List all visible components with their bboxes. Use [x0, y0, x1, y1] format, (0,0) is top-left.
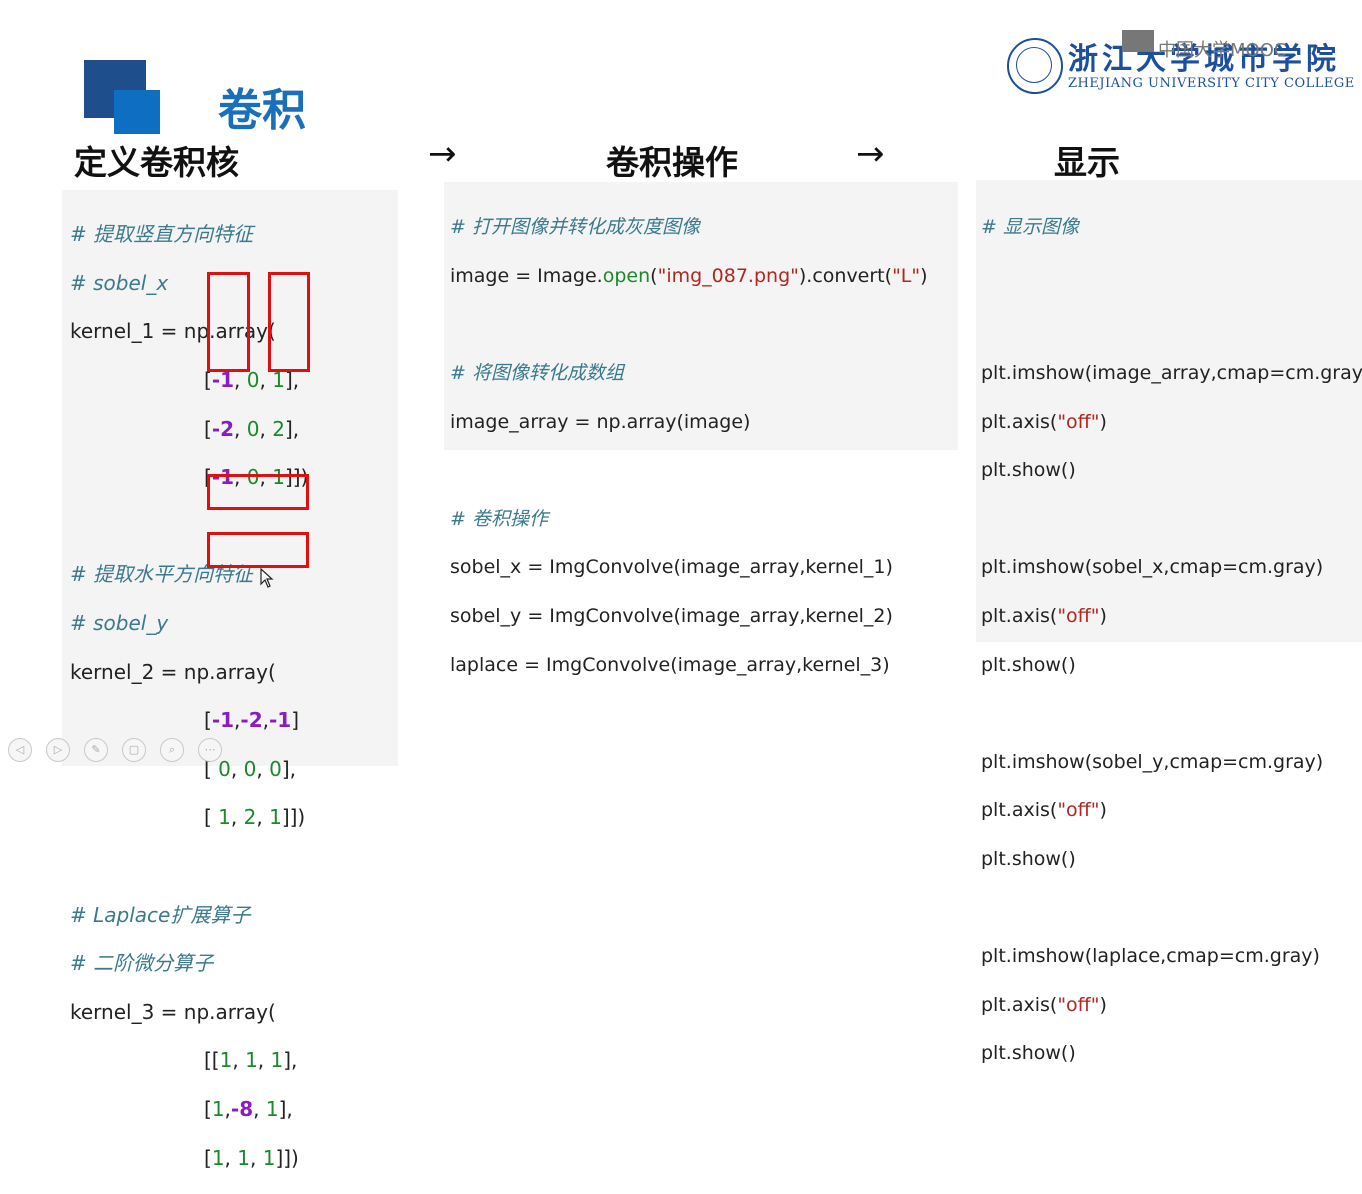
code-line-axis: plt.axis("off") — [981, 799, 1107, 822]
code-comment: # sobel_x — [70, 270, 169, 295]
code-line: laplace = ImgConvolve(image_array,kernel… — [450, 653, 890, 676]
code-line: plt.show() — [981, 459, 1076, 482]
code-line: plt.imshow(sobel_x,cmap=cm.gray) — [981, 556, 1324, 579]
code-line-open-image: image = Image.open("img_087.png").conver… — [450, 264, 928, 287]
slide-title: 卷积 — [218, 85, 306, 136]
code-line: sobel_x = ImgConvolve(image_array,kernel… — [450, 556, 893, 579]
code-line-axis: plt.axis("off") — [981, 410, 1107, 433]
code-line: plt.show() — [981, 848, 1076, 871]
previous-slide-icon[interactable]: ◁ — [8, 738, 32, 762]
mouse-cursor-icon — [260, 568, 274, 588]
next-slide-icon[interactable]: ▷ — [46, 738, 70, 762]
arrow-icon: → — [428, 134, 457, 174]
pen-icon[interactable]: ✎ — [84, 738, 108, 762]
code-block-display: # 显示图像 plt.imshow(image_array,cmap=cm.gr… — [981, 191, 1362, 1090]
heading-display: 显示 — [1054, 143, 1120, 182]
kernel-1-row-2: [-2, 0, 2], — [204, 416, 300, 441]
code-panel-display — [976, 180, 1362, 642]
highlight-box-row-3 — [207, 532, 309, 568]
kernel-3-row-2: [1,-8, 1], — [204, 1096, 293, 1121]
decor-square-light — [114, 90, 160, 134]
mooc-watermark: 中国大学MOOC — [1158, 40, 1287, 61]
highlight-box-column-1 — [207, 272, 250, 372]
code-line: kernel_1 = np.array( — [70, 319, 276, 344]
code-line-axis: plt.axis("off") — [981, 993, 1107, 1016]
code-panel-kernels — [62, 190, 398, 766]
code-comment: # 打开图像并转化成灰度图像 — [450, 216, 700, 239]
code-comment: # 将图像转化成数组 — [450, 362, 624, 385]
mooc-logo-icon — [1122, 30, 1154, 52]
kernel-2-row-1: [-1,-2,-1] — [204, 708, 299, 733]
code-line: plt.show() — [981, 1042, 1076, 1065]
code-line: plt.imshow(laplace,cmap=cm.gray) — [981, 945, 1320, 968]
zoom-icon[interactable]: ⌕ — [160, 738, 184, 762]
heading-define-kernel: 定义卷积核 — [74, 143, 239, 182]
code-line: kernel_2 = np.array( — [70, 659, 276, 684]
code-comment: # 提取竖直方向特征 — [70, 222, 254, 247]
arrow-icon: → — [856, 134, 885, 174]
code-line: image_array = np.array(image) — [450, 410, 751, 433]
code-comment: # 显示图像 — [981, 216, 1079, 239]
code-panel-convolve — [444, 182, 958, 450]
kernel-3-row-1: [[1, 1, 1], — [204, 1048, 298, 1073]
kernel-2-row-3: [ 1, 2, 1]]) — [204, 805, 306, 830]
code-line: kernel_3 = np.array( — [70, 999, 276, 1024]
code-line: sobel_y = ImgConvolve(image_array,kernel… — [450, 605, 893, 628]
slides-overview-icon[interactable]: ▢ — [122, 738, 146, 762]
code-line: plt.imshow(image_array,cmap=cm.gray) — [981, 362, 1362, 385]
code-line: plt.show() — [981, 653, 1076, 676]
kernel-3-row-3: [1, 1, 1]]) — [204, 1145, 299, 1170]
code-comment: # 二阶微分算子 — [70, 951, 214, 976]
kernel-2-row-2: [ 0, 0, 0], — [204, 756, 296, 781]
university-seal-icon — [1007, 38, 1063, 94]
kernel-1-row-1: [-1, 0, 1], — [204, 368, 300, 393]
university-seal-inner-icon — [1016, 47, 1052, 83]
code-comment: # sobel_y — [70, 611, 169, 636]
university-logo-english: ZHEJIANG UNIVERSITY CITY COLLEGE — [1068, 76, 1355, 91]
university-logo-chinese: 浙江大学城市学院 — [1068, 42, 1340, 77]
highlight-box-column-3 — [268, 272, 310, 372]
more-options-icon[interactable]: ⋯ — [198, 738, 222, 762]
code-comment: # 卷积操作 — [450, 507, 548, 530]
code-line-axis: plt.axis("off") — [981, 605, 1107, 628]
heading-convolve: 卷积操作 — [606, 143, 738, 182]
highlight-box-row-1 — [207, 474, 309, 510]
code-block-convolve: # 打开图像并转化成灰度图像 image = Image.open("img_0… — [450, 191, 928, 701]
code-line: plt.imshow(sobel_y,cmap=cm.gray) — [981, 750, 1324, 773]
code-comment: # Laplace扩展算子 — [70, 902, 251, 927]
